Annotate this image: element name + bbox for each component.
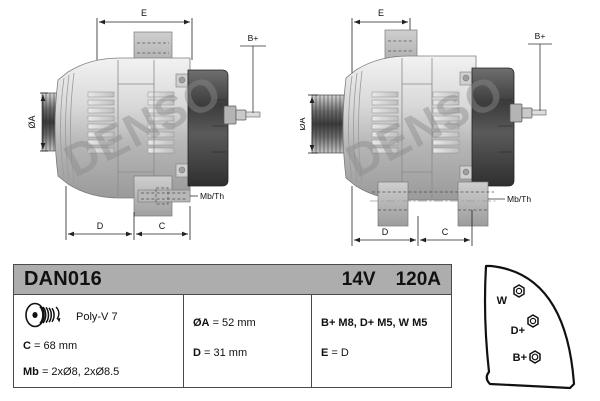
alternator-body-left <box>54 57 191 199</box>
bottom-mount-feet-right <box>370 181 496 227</box>
b-plus-stud-right <box>509 103 547 123</box>
alternator-drawing-left: E <box>0 0 300 255</box>
dimension-OA <box>308 94 318 154</box>
terminal-label-w: W <box>497 295 508 307</box>
spec-value-c: = 68 mm <box>34 340 78 352</box>
spec-value-e: = D <box>331 347 349 359</box>
callout-label-b-plus: B+ <box>248 33 259 43</box>
callout-label-mb-th: Mb/Th <box>507 194 531 204</box>
callout-label-b-plus: B+ <box>535 31 546 41</box>
alternator-drawing-right: E <box>300 0 600 255</box>
w-terminal <box>513 284 525 298</box>
terminal-label-d-plus: D+ <box>511 325 525 337</box>
b-plus-leader-left <box>240 45 266 113</box>
rear-cover-right <box>471 67 515 187</box>
pulley-row: Poly-V 7 <box>23 302 174 333</box>
spec-value-d: = 31 mm <box>204 347 248 359</box>
spec-key-mb: Mb <box>23 366 39 378</box>
dimension-label-C: C <box>159 221 166 231</box>
spec-key-e: E <box>321 347 329 359</box>
voltage-rating: 14V <box>341 268 376 290</box>
spec-line-d: D = 31 mm <box>193 347 302 360</box>
pulley-icon <box>23 302 69 333</box>
terminal-layout-diagram: W D+ B+ <box>470 258 595 396</box>
spec-line-e: E = D <box>321 347 442 360</box>
dimension-label-D: D <box>382 227 389 237</box>
d-plus-terminal <box>527 314 539 328</box>
terminal-label-b-plus: B+ <box>513 352 527 364</box>
dimension-DC-right <box>351 186 473 246</box>
pulley-type-label: Poly-V 7 <box>76 311 118 323</box>
dimension-DC-left <box>65 186 191 240</box>
spec-key-d: D <box>193 347 201 359</box>
spec-line-oa: ØA = 52 mm <box>193 317 302 330</box>
b-plus-stud-left <box>223 105 261 125</box>
spec-table-header: DAN016 14V 120A <box>14 265 451 295</box>
callout-label-mb-th: Mb/Th <box>200 191 224 201</box>
dimension-OA <box>40 92 48 152</box>
current-rating: 120A <box>395 268 441 290</box>
b-plus-terminal <box>529 350 541 364</box>
spec-line-terminals: B+ M8, D+ M5, W M5 <box>321 317 428 329</box>
b-plus-leader-right <box>528 43 552 111</box>
dimension-label-OA: ØA <box>300 117 307 130</box>
bottom-mount-foot-left <box>133 175 191 217</box>
dimension-label-D: D <box>97 221 104 231</box>
spec-table-body: Poly-V 7 C = 68 mm Mb = 2xØ8, 2xØ8.5 ØA … <box>14 295 451 387</box>
spec-value-oa: = 52 mm <box>212 317 256 329</box>
spec-value-mb: = 2xØ8, 2xØ8.5 <box>41 366 120 378</box>
spec-line-mb: Mb = 2xØ8, 2xØ8.5 <box>23 366 174 379</box>
spec-column-terminals: B+ M8, D+ M5, W M5 E = D <box>312 295 451 387</box>
alternator-body-right <box>342 55 477 201</box>
dimension-label-C: C <box>442 227 449 237</box>
pulley-right <box>311 94 355 154</box>
spec-key-c: C <box>23 340 31 352</box>
spec-column-pulley: Poly-V 7 C = 68 mm Mb = 2xØ8, 2xØ8.5 <box>14 295 184 387</box>
part-number: DAN016 <box>24 268 102 290</box>
rear-cover-left <box>187 69 229 187</box>
dimension-label-OA: ØA <box>27 115 37 128</box>
spec-table: DAN016 14V 120A <box>13 264 452 388</box>
spec-column-dimensions: ØA = 52 mm D = 31 mm <box>184 295 312 387</box>
dimension-label-E: E <box>141 8 147 18</box>
spec-line-c: C = 68 mm <box>23 340 174 353</box>
dimension-label-E: E <box>378 8 384 18</box>
spec-key-oa: ØA <box>193 317 210 329</box>
